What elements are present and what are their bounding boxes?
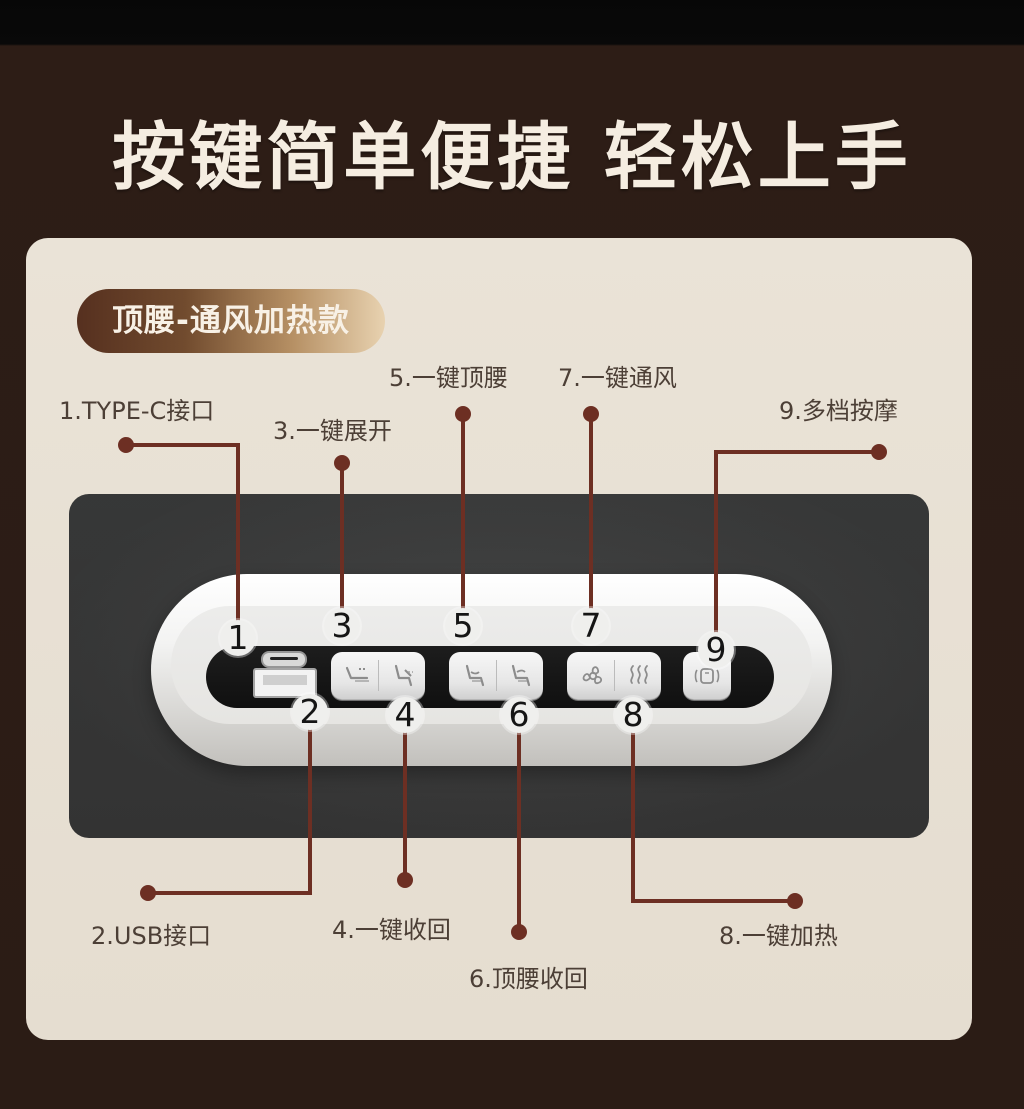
headline: 按键简单便捷 轻松上手: [112, 115, 912, 200]
marker-4: 4: [387, 697, 423, 733]
usb-port-icon: [253, 668, 317, 698]
marker-1: 1: [220, 620, 256, 656]
heat-icon: [630, 665, 648, 684]
label-lumbar-retract: 6.顶腰收回: [469, 965, 588, 993]
marker-7: 7: [573, 608, 609, 644]
lumbar-retract-icon: [511, 664, 531, 687]
marker-6: 6: [501, 697, 537, 733]
marker-3: 3: [324, 608, 360, 644]
marker-5: 5: [445, 608, 481, 644]
marker-2: 2: [292, 694, 328, 730]
climate-key: [567, 652, 661, 700]
seat-fold-icon: [394, 664, 413, 687]
key-divider: [378, 660, 379, 691]
label-type-c-port: 1.TYPE-C接口: [59, 397, 215, 425]
model-badge: 顶腰-通风加热款: [77, 289, 385, 353]
seat-fold-unfold-key: [331, 652, 425, 700]
label-one-key-fold: 4.一键收回: [332, 916, 451, 944]
marker-9: 9: [698, 632, 734, 668]
label-usb-port: 2.USB接口: [91, 922, 212, 950]
lumbar-key: [449, 652, 543, 700]
lumbar-support-icon: [465, 664, 485, 687]
key-divider: [496, 660, 497, 691]
fan-icon: [582, 666, 603, 685]
type-c-port-icon: [261, 651, 307, 668]
label-one-key-lumbar: 5.一键顶腰: [389, 364, 508, 392]
label-one-key-heat: 8.一键加热: [719, 922, 838, 950]
label-multi-level-massage: 9.多档按摩: [779, 397, 898, 425]
label-one-key-ventilation: 7.一键通风: [558, 364, 677, 392]
marker-8: 8: [615, 697, 651, 733]
massage-icon: [694, 668, 720, 684]
label-one-key-unfold: 3.一键展开: [273, 417, 392, 445]
key-divider: [614, 660, 615, 691]
seat-unfold-icon: [345, 666, 369, 682]
